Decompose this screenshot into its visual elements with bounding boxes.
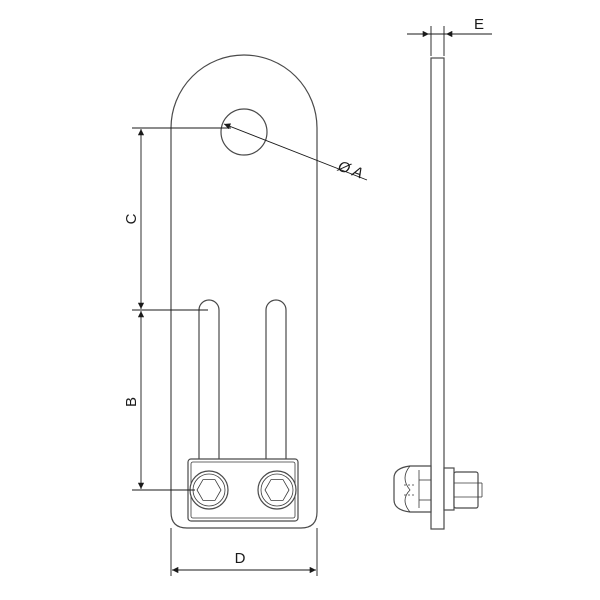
hex-screw-right [257, 470, 297, 510]
label-c: C [123, 213, 140, 224]
label-d: D [235, 550, 246, 567]
dimension-c: C [123, 127, 231, 311]
hex-screw-left [189, 470, 229, 510]
dimension-e: E [407, 16, 492, 56]
screw-head-side [393, 465, 432, 513]
front-view: C B Ø A D [123, 54, 368, 576]
label-diameter-a: Ø A [335, 157, 366, 182]
side-view: E [393, 16, 492, 530]
slot-left [198, 299, 220, 471]
dimension-d: D [170, 528, 318, 576]
plate-side [430, 57, 445, 530]
label-e: E [474, 16, 484, 33]
dimension-b: B [123, 311, 195, 491]
label-b: B [123, 397, 140, 407]
nut-side [443, 467, 483, 511]
slot-right [265, 299, 287, 471]
